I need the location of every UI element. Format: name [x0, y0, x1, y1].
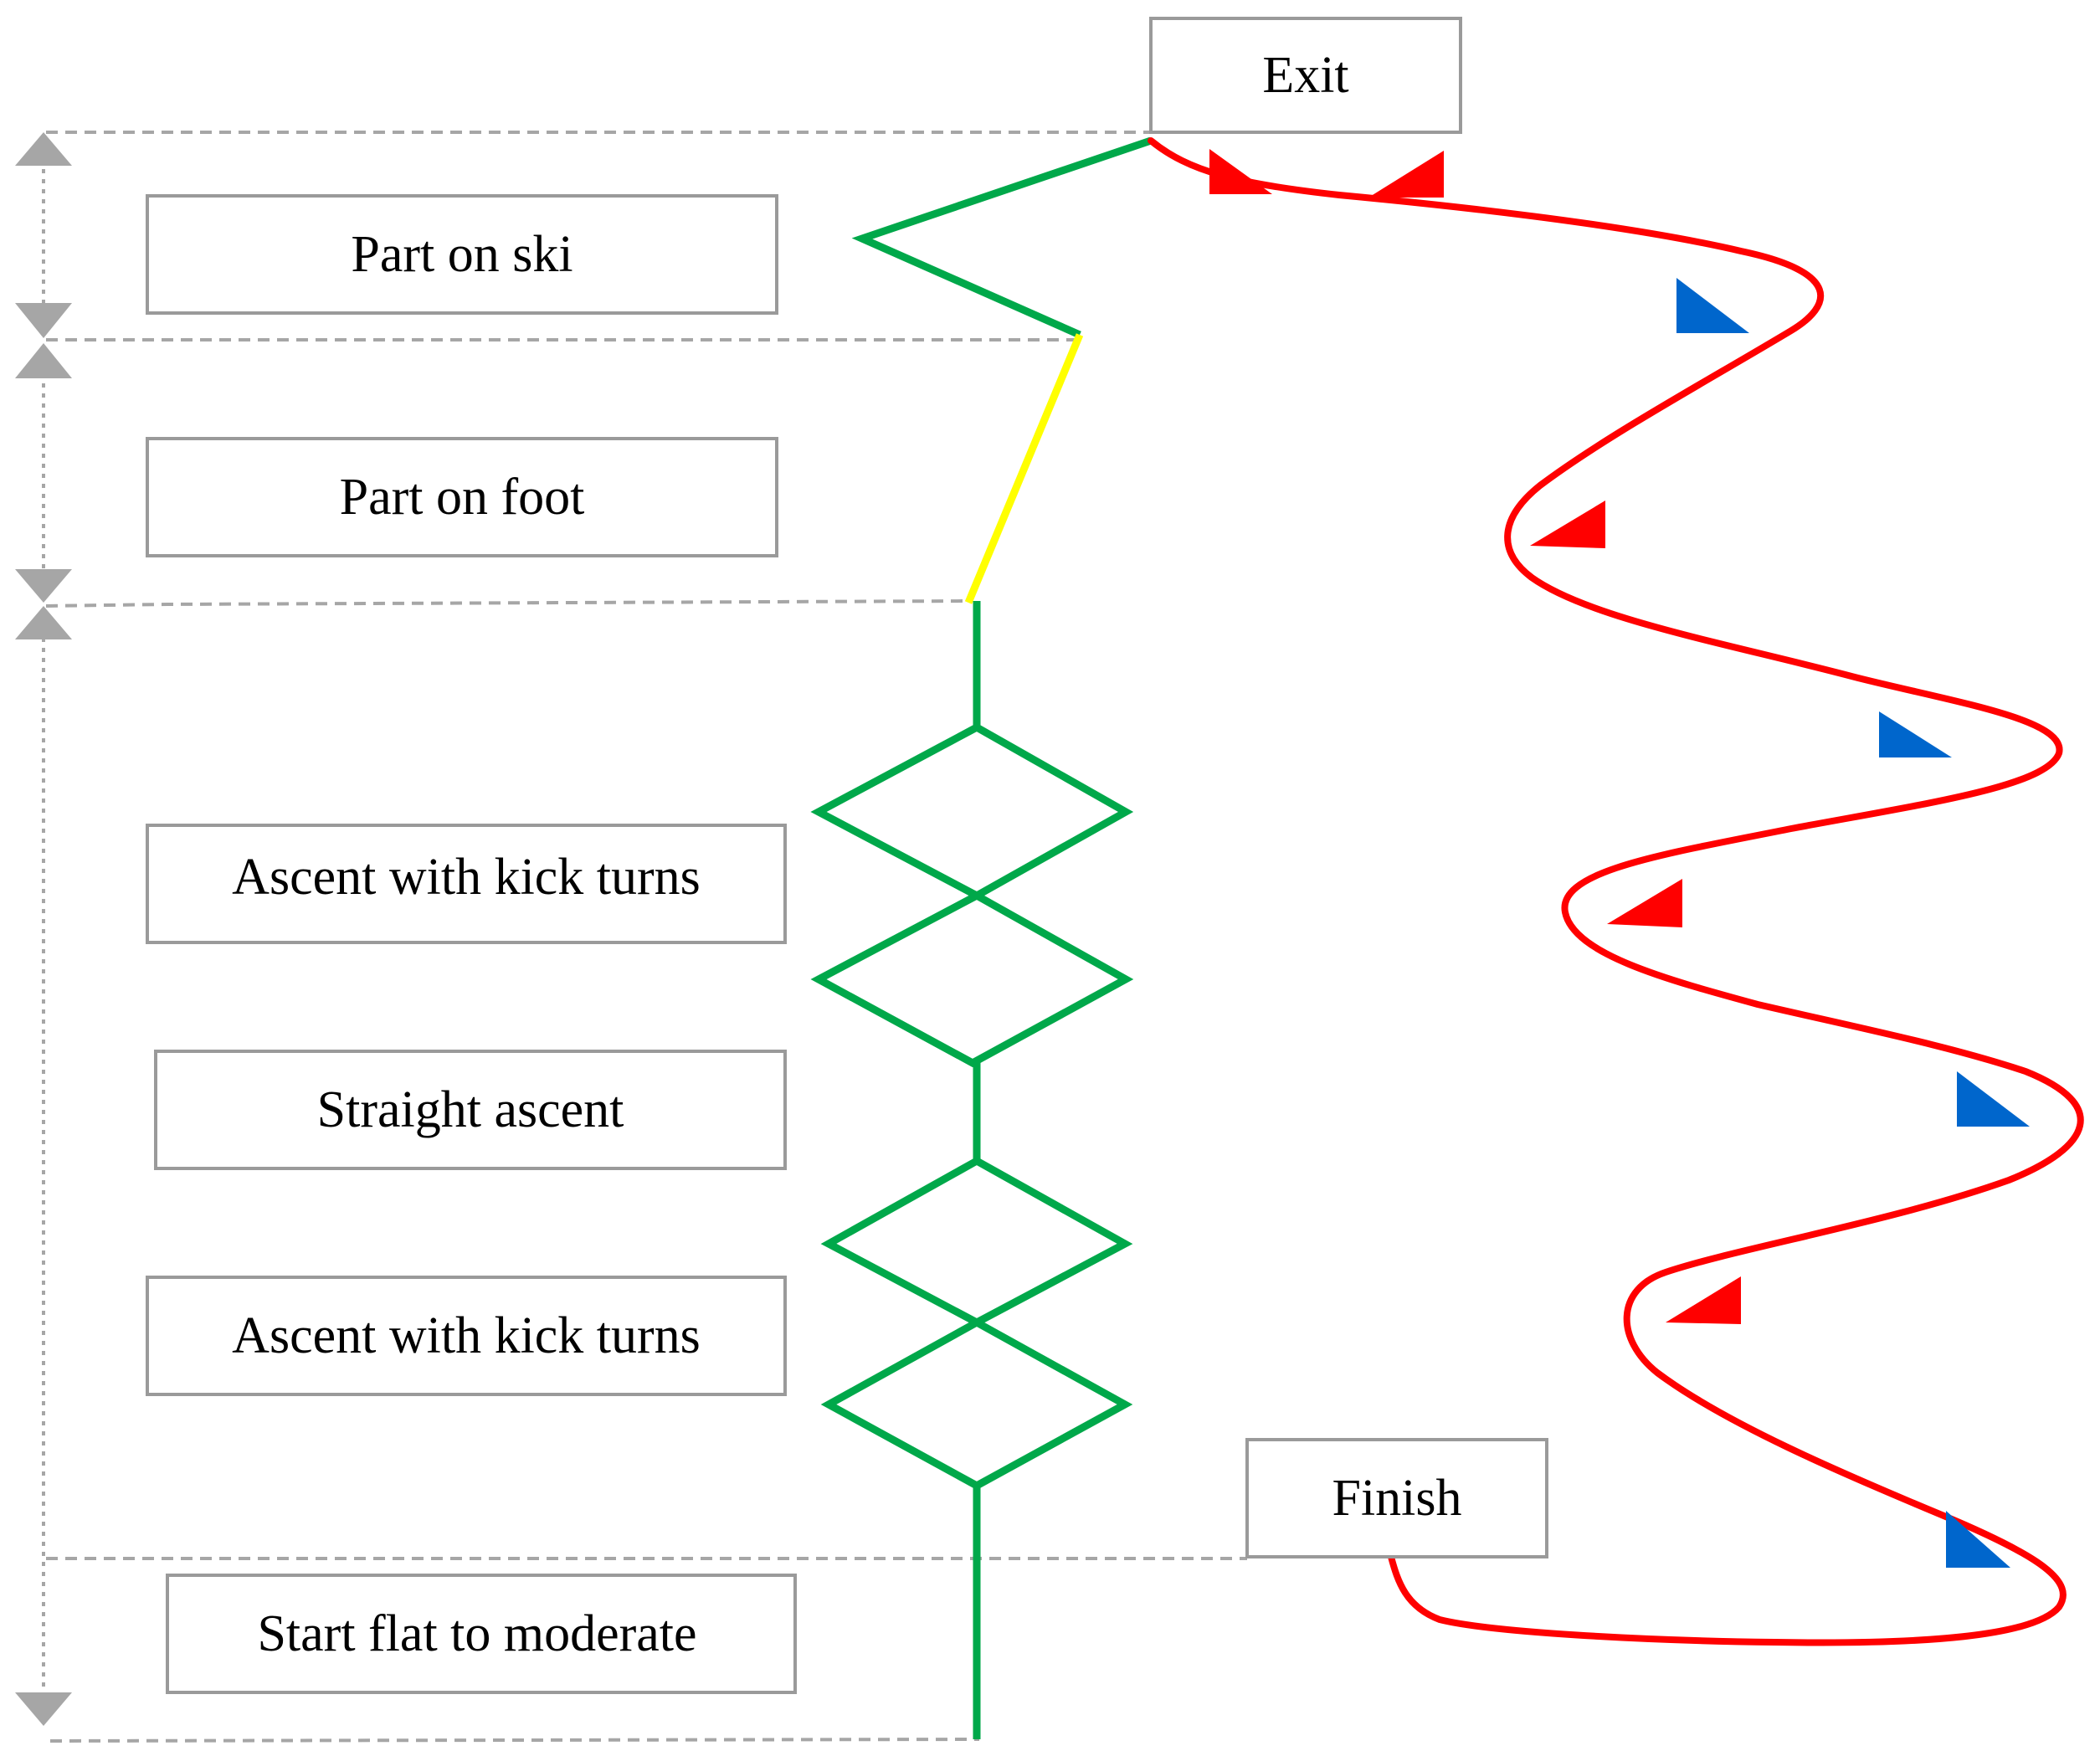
exit-box: Exit — [1149, 17, 1462, 134]
red-triangle-marker — [1209, 149, 1272, 194]
arrow-down-ascent-bottom — [15, 1692, 72, 1726]
descent-markers — [1209, 149, 1741, 1324]
red-triangle-marker — [1530, 501, 1605, 548]
arrow-up-ascent-top — [15, 606, 72, 639]
section-dimension-arrows — [15, 132, 72, 1726]
start-flat-box: Start flat to moderate — [166, 1574, 797, 1694]
start-flat-label: Start flat to moderate — [257, 1605, 696, 1662]
finish-box: Finish — [1245, 1438, 1548, 1558]
arrow-down-ski-bottom — [15, 303, 72, 338]
red-triangle-marker — [1368, 151, 1444, 198]
descent-line — [1148, 137, 2084, 1646]
part-on-ski-label: Part on ski — [351, 226, 572, 283]
exit-label: Exit — [1262, 47, 1348, 104]
blue-triangle-marker — [1957, 1071, 2030, 1127]
descent-route — [1148, 137, 2084, 1646]
blue-triangle-marker — [1946, 1511, 2010, 1568]
straight-ascent-label: Straight ascent — [317, 1081, 624, 1138]
blue-triangle-marker — [1879, 711, 1952, 757]
guide-foot-ascent — [45, 599, 972, 608]
arrow-down-foot-bottom — [15, 569, 72, 603]
ascent-route — [810, 136, 1153, 1739]
direction-markers — [1676, 278, 2030, 1568]
finish-label: Finish — [1332, 1470, 1461, 1527]
ascent-kick-turns-label-2: Ascent with kick turns — [232, 1307, 701, 1364]
arrow-up-foot-top — [15, 343, 72, 378]
ski-route-top-zigzag — [851, 136, 1153, 339]
part-on-foot-label: Part on foot — [340, 469, 585, 526]
ascent-kick-turns-label-1: Ascent with kick turns — [232, 849, 701, 906]
ski-route-lower — [810, 601, 1134, 1739]
ascent-kick-turns-box-1: Ascent with kick turns — [146, 824, 787, 944]
ascent-kick-turns-box-2: Ascent with kick turns — [146, 1276, 787, 1396]
blue-triangle-marker — [1676, 278, 1749, 333]
arrow-up-ski-top — [15, 132, 72, 166]
section-guides — [45, 131, 1247, 1743]
foot-route-segment — [964, 333, 1084, 604]
red-triangle-marker — [1607, 879, 1682, 927]
guide-start — [49, 1738, 980, 1743]
part-on-ski-box: Part on ski — [146, 194, 778, 315]
straight-ascent-box: Straight ascent — [154, 1050, 787, 1170]
red-triangle-marker — [1666, 1276, 1741, 1324]
part-on-foot-box: Part on foot — [146, 437, 778, 557]
